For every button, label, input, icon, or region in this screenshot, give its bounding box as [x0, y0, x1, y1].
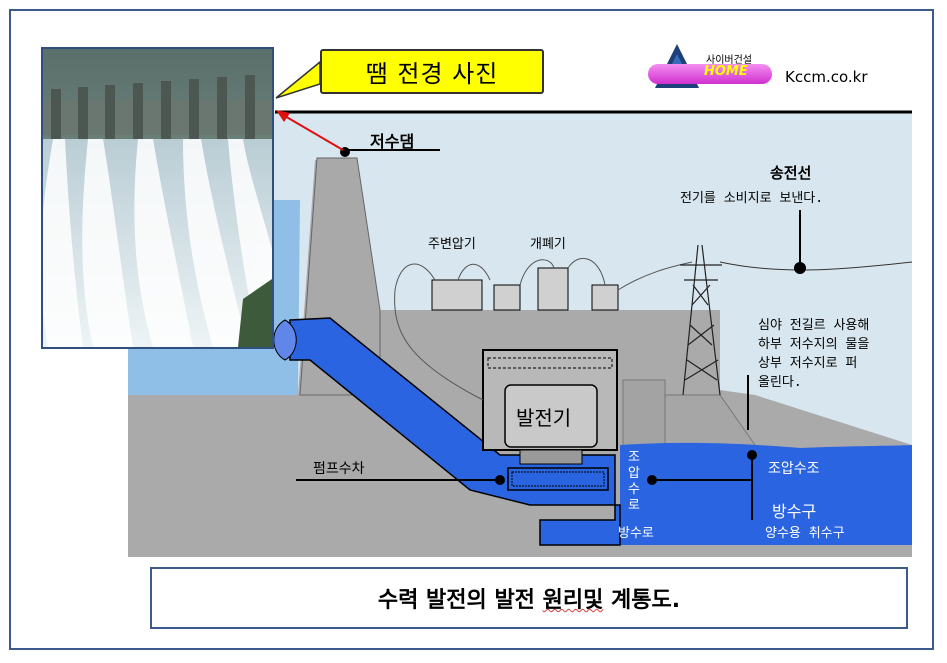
label-surge-vert: 조압수로 [628, 450, 640, 513]
diagram-caption: 수력 발전의 발전 원리및 계통도. [150, 567, 908, 629]
label-night-2: 하부 저수지의 물을 [758, 337, 870, 352]
photo-pointer [277, 111, 344, 151]
outer-frame [9, 9, 934, 650]
label-tailrace: 방수로 [618, 526, 654, 541]
label-outlet: 방수구 [772, 502, 817, 521]
cyber-construction-logo[interactable]: 사이버건설 HOME Kccm.co.kr [648, 42, 876, 92]
label-surge-tank: 조압수조 [768, 461, 820, 477]
label-night-3: 상부 저수지로 퍼 [758, 356, 858, 371]
dam-photo [41, 47, 274, 349]
label-dam: 저수댐 [370, 132, 415, 151]
transmission-pylon [680, 244, 722, 396]
caption-end: 계통도. [603, 588, 681, 613]
transformer-unit [431, 279, 483, 311]
intake-grate [273, 319, 297, 361]
pump-turbine [507, 467, 609, 491]
dam-photo-image [43, 49, 272, 347]
label-switch: 개폐기 [530, 237, 566, 252]
label-night-4: 올린다. [758, 375, 802, 390]
logo-tagline: 사이버건설 [706, 55, 752, 66]
label-pump: 펌프수차 [313, 461, 365, 477]
label-intake: 양수용 취수구 [765, 526, 845, 541]
label-generator: 발전기 [516, 406, 572, 430]
generator-body [504, 384, 598, 448]
label-line-desc: 전기를 소비지로 보낸다. [680, 191, 824, 206]
label-line: 송전선 [770, 164, 812, 182]
site-url[interactable]: Kccm.co.kr [785, 68, 868, 86]
callout-pointer [275, 60, 321, 99]
caption-main: 수력 발전의 발전 [377, 588, 543, 613]
caption-flagged-word: 원리및 [542, 588, 604, 613]
callout-text: 땜 전경 사진 [365, 60, 499, 88]
label-night-1: 심야 전길르 사용해 [758, 318, 870, 333]
label-transformer: 주변압기 [428, 237, 476, 252]
home-pill [648, 64, 772, 84]
leader-lines [296, 147, 806, 520]
photo-callout: 땜 전경 사진 [320, 49, 544, 94]
lower-reservoir [620, 442, 912, 545]
home-label[interactable]: HOME [704, 64, 748, 79]
switchgear-unit [537, 267, 569, 311]
